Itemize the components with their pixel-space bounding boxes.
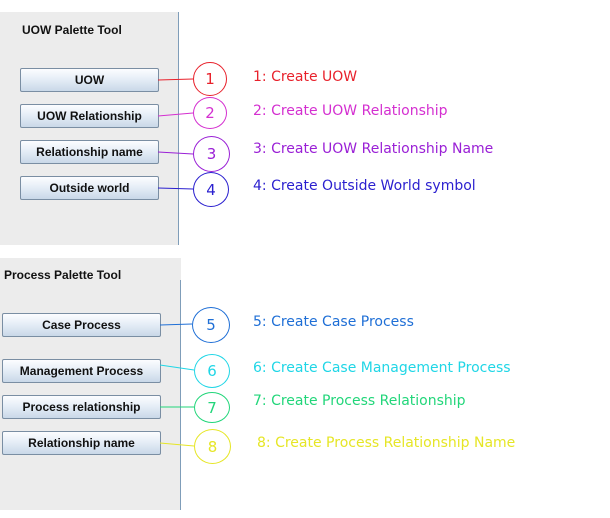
callout-line-6: [159, 364, 195, 371]
callout-line-5: [159, 323, 193, 326]
marker-6: 6: [194, 354, 230, 388]
management-process-button[interactable]: Management Process: [2, 359, 161, 383]
marker-3: 3: [193, 136, 230, 172]
case-process-button[interactable]: Case Process: [2, 313, 161, 337]
caption-7: 7: Create Process Relationship: [253, 393, 466, 409]
callout-line-4: [157, 187, 194, 190]
marker-4: 4: [193, 172, 229, 207]
marker-1: 1: [193, 62, 227, 96]
process-palette-title: Process Palette Tool: [4, 268, 122, 282]
callout-line-1: [157, 78, 194, 81]
marker-5: 5: [192, 307, 230, 343]
callout-line-3: [157, 151, 194, 155]
uow-panel-divider: [178, 12, 179, 245]
marker-8: 8: [194, 429, 231, 464]
caption-3: 3: Create UOW Relationship Name: [253, 141, 494, 157]
callout-line-8: [159, 442, 195, 447]
caption-5: 5: Create Case Process: [253, 314, 414, 330]
marker-2: 2: [193, 97, 227, 129]
uow-palette-panel: [0, 12, 179, 245]
caption-8: 8: Create Process Relationship Name: [257, 435, 516, 451]
uow-button[interactable]: UOW: [20, 68, 159, 92]
process-relationship-name-button[interactable]: Relationship name: [2, 431, 161, 455]
callout-line-2: [157, 112, 194, 117]
outside-world-button[interactable]: Outside world: [20, 176, 159, 200]
caption-6: 6: Create Case Management Process: [253, 360, 511, 376]
process-panel-divider: [180, 280, 181, 510]
caption-2: 2: Create UOW Relationship: [253, 103, 448, 119]
uow-palette-title: UOW Palette Tool: [22, 23, 122, 37]
process-relationship-button[interactable]: Process relationship: [2, 395, 161, 419]
marker-7: 7: [194, 392, 230, 423]
uow-relationship-button[interactable]: UOW Relationship: [20, 104, 159, 128]
relationship-name-button[interactable]: Relationship name: [20, 140, 159, 164]
process-palette-panel: [0, 258, 181, 510]
caption-1: 1: Create UOW: [253, 69, 358, 85]
caption-4: 4: Create Outside World symbol: [253, 178, 476, 194]
